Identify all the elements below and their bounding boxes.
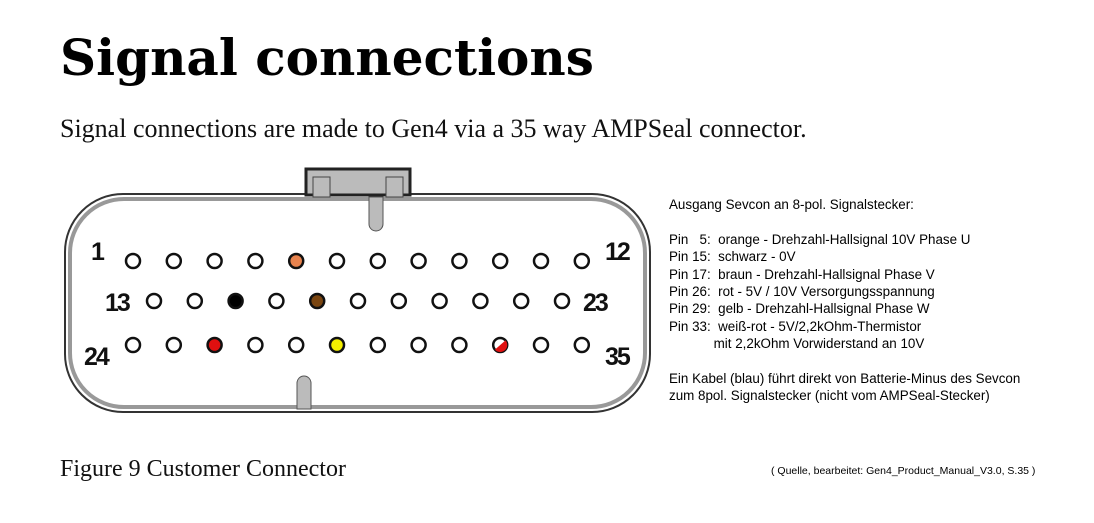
note-line: Pin 29: gelb - Drehzahl-Hallsignal Phase… bbox=[669, 301, 930, 317]
pin-notes: Ausgang Sevcon an 8-pol. Signalstecker: … bbox=[669, 196, 1020, 405]
pin-20 bbox=[431, 292, 448, 310]
subtitle: Signal connections are made to Gen4 via … bbox=[60, 114, 807, 143]
note-line: Pin 26: rot - 5V / 10V Versorgungsspannu… bbox=[669, 284, 935, 300]
pin-3 bbox=[206, 252, 223, 270]
pin-17 bbox=[308, 292, 326, 310]
note-line: Pin 5: orange - Drehzahl-Hallsignal 10V … bbox=[669, 231, 971, 247]
label-pin-35: 35 bbox=[605, 343, 631, 371]
pin-27 bbox=[247, 336, 264, 354]
cable-note: zum 8pol. Signalstecker (nicht vom AMPSe… bbox=[669, 388, 990, 404]
note-line: Pin 33: weiß-rot - 5V/2,2kOhm-Thermistor bbox=[669, 318, 922, 334]
pin-12 bbox=[573, 252, 591, 270]
pin-19 bbox=[390, 292, 408, 310]
pin-7 bbox=[369, 252, 387, 270]
pin-grid bbox=[124, 252, 591, 354]
label-pin-24: 24 bbox=[84, 343, 110, 371]
pin-2 bbox=[165, 252, 183, 270]
note-line: Pin 17: braun - Drehzahl-Hallsignal Phas… bbox=[669, 266, 935, 282]
pin-11 bbox=[532, 252, 550, 270]
pin-10 bbox=[491, 252, 509, 270]
pin-32 bbox=[451, 336, 468, 354]
pin-33-red-half bbox=[494, 340, 508, 353]
bottom-key bbox=[296, 375, 312, 410]
pin-28 bbox=[287, 336, 305, 354]
label-pin-23: 23 bbox=[583, 289, 608, 317]
pin-9 bbox=[451, 252, 468, 270]
pin-16 bbox=[268, 292, 285, 310]
pin-1 bbox=[124, 252, 142, 270]
pin-25 bbox=[165, 336, 183, 354]
label-pin-1: 1 bbox=[91, 238, 105, 266]
pin-13 bbox=[145, 292, 163, 310]
latch-tab-right bbox=[385, 176, 404, 198]
source-note: ( Quelle, bearbeitet: Gen4_Product_Manua… bbox=[771, 465, 1036, 477]
pin-34 bbox=[532, 336, 550, 354]
note-line: mit 2,2kOhm Vorwiderstand an 10V bbox=[669, 336, 925, 352]
cable-note: Ein Kabel (blau) führt direkt von Batter… bbox=[669, 371, 1021, 387]
pin-21 bbox=[472, 292, 489, 310]
pin-24 bbox=[124, 336, 142, 354]
pin-30 bbox=[369, 336, 387, 354]
connector-diagram: 1 12 13 23 24 35 bbox=[64, 167, 651, 413]
note-line: Pin 15: schwarz - 0V bbox=[669, 249, 796, 265]
pin-23 bbox=[553, 292, 571, 310]
figure-caption: Figure 9 Customer Connector bbox=[60, 456, 346, 482]
notes-heading: Ausgang Sevcon an 8-pol. Signalstecker: bbox=[669, 197, 914, 212]
pin-29 bbox=[328, 336, 346, 354]
pin-31 bbox=[410, 336, 427, 354]
page-title: Signal connections bbox=[60, 28, 594, 87]
pin-22 bbox=[512, 292, 530, 310]
label-pin-13: 13 bbox=[105, 289, 130, 317]
pin-35 bbox=[573, 336, 591, 354]
pin-8 bbox=[410, 252, 427, 270]
pin-5 bbox=[287, 252, 305, 270]
pin-4 bbox=[247, 252, 264, 270]
pin-15 bbox=[227, 292, 244, 310]
pin-18 bbox=[349, 292, 367, 310]
pin-26 bbox=[206, 336, 223, 354]
pin-14 bbox=[186, 292, 204, 310]
pin-6 bbox=[328, 252, 346, 270]
label-pin-12: 12 bbox=[605, 238, 630, 266]
latch-tab-left bbox=[312, 176, 331, 198]
top-key bbox=[368, 196, 384, 232]
